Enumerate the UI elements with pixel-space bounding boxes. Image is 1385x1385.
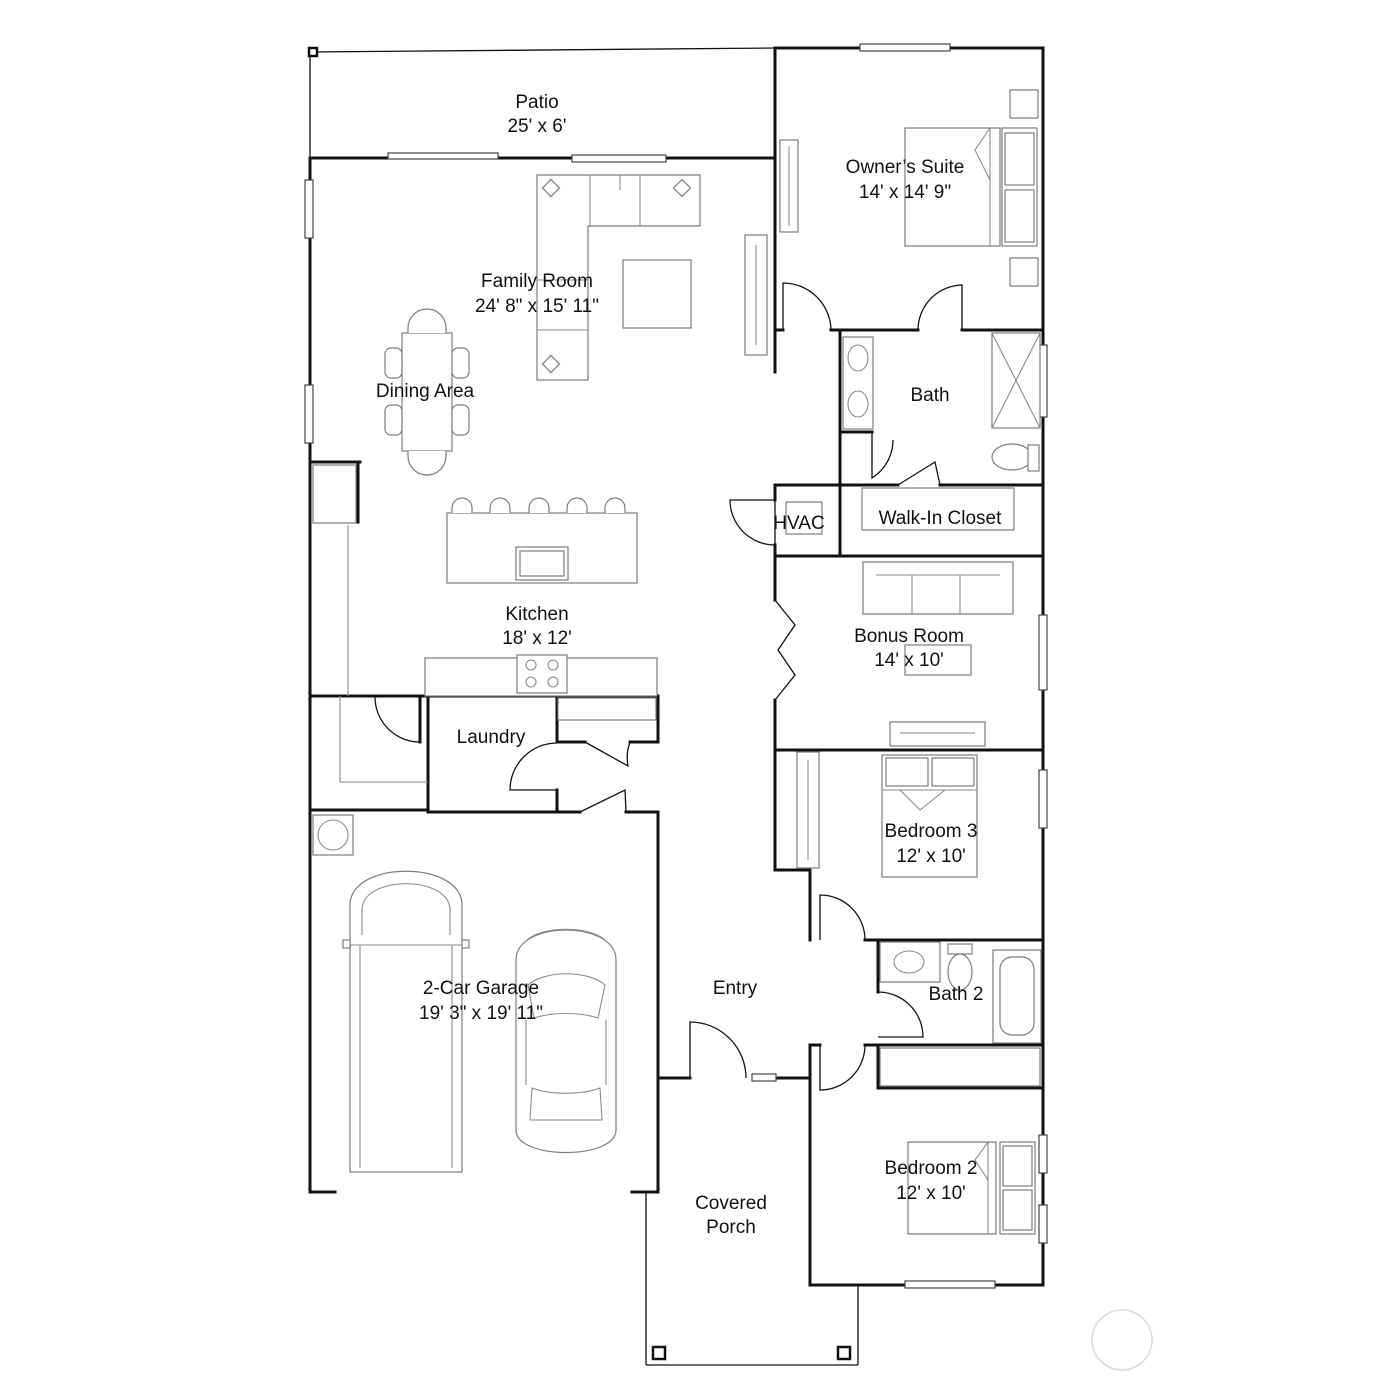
garage-fixtures: [312, 814, 354, 856]
owners-suite-furniture: [779, 89, 1039, 287]
bedroom-3-furniture: [796, 751, 978, 878]
bonus-room-label: Bonus Room: [854, 626, 964, 647]
room-labels: Patio 25' x 6' Owner’s Suite 14' x 14' 9…: [376, 92, 1002, 1238]
bath-2-label: Bath 2: [929, 984, 984, 1005]
windows: [304, 43, 1048, 1289]
covered-porch-label: Covered: [695, 1193, 767, 1214]
entry-label: Entry: [713, 978, 758, 999]
bedroom-3-size: 12' x 10': [896, 846, 966, 867]
patio-size: 25' x 6': [507, 116, 566, 137]
owners-suite-label: Owner’s Suite: [846, 157, 965, 178]
doors: [374, 282, 963, 1091]
bath-2-fixtures: [879, 941, 1042, 1087]
bonus-room-size: 14' x 10': [874, 650, 944, 671]
walk-in-closet-label: Walk-In Closet: [879, 508, 1003, 529]
owners-suite-size: 14' x 14' 9": [859, 182, 951, 203]
bedroom-2-size: 12' x 10': [896, 1183, 966, 1204]
hvac-label: HVAC: [773, 513, 824, 534]
bath-label: Bath: [910, 385, 949, 406]
family-room-size: 24' 8" x 15' 11": [475, 296, 599, 317]
kitchen-fixtures: [312, 464, 658, 783]
family-room-label: Family Room: [481, 271, 593, 292]
bedroom-2-label: Bedroom 2: [885, 1158, 978, 1179]
bonus-room-furniture: [862, 561, 1014, 747]
patio-outline: [307, 46, 776, 158]
family-room-furniture: [536, 174, 768, 381]
bath-fixtures: [785, 332, 1041, 535]
patio-label: Patio: [515, 92, 558, 113]
kitchen-label: Kitchen: [505, 604, 568, 625]
covered-porch-outline: [645, 1192, 859, 1366]
bedroom-2-furniture: [907, 1141, 1036, 1235]
bedroom-3-label: Bedroom 3: [885, 821, 978, 842]
watermark-circle: [1091, 1309, 1153, 1371]
car-icon: [515, 928, 617, 1153]
laundry-label: Laundry: [457, 727, 526, 748]
van-icon: [342, 870, 470, 1173]
interior-walls: [308, 328, 1045, 1090]
garage-size: 19' 3" x 19' 11": [419, 1003, 543, 1024]
garage-label: 2-Car Garage: [423, 978, 539, 999]
kitchen-size: 18' x 12': [502, 628, 572, 649]
dining-table: [384, 308, 470, 476]
covered-porch-label-line2: Porch: [706, 1217, 756, 1238]
dining-area-label: Dining Area: [376, 381, 475, 402]
